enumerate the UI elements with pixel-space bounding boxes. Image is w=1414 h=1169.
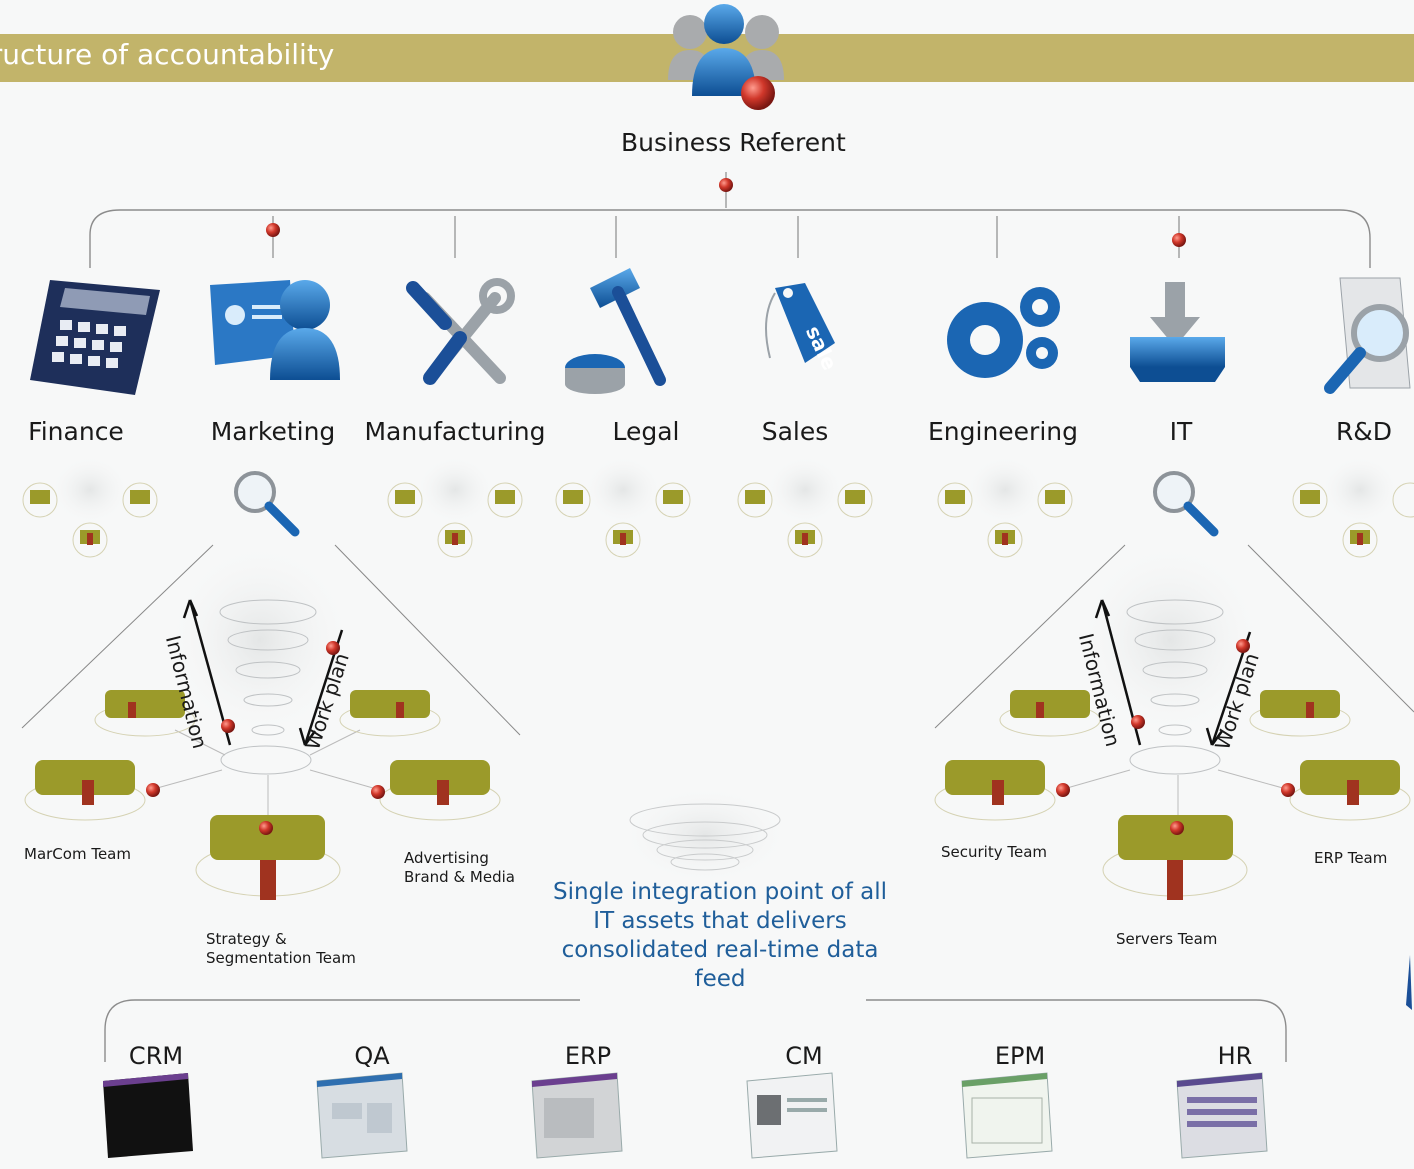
system-label-crm: CRM	[128, 1042, 184, 1070]
system-label-erp: ERP	[564, 1042, 612, 1070]
tools-icon	[406, 278, 515, 385]
dept-label-rnd: R&D	[1335, 417, 1393, 446]
dept-label-manufacturing: Manufacturing	[364, 417, 546, 446]
gears-icon	[947, 287, 1060, 378]
dept-label-finance: Finance	[28, 417, 124, 446]
team-label-strategy: Strategy & Segmentation Team	[206, 930, 356, 967]
team-group-icon	[737, 455, 873, 558]
integration-description: Single integration point of all IT asset…	[553, 879, 887, 992]
team-group-icon	[22, 455, 158, 558]
team-label-advertising: Advertising Brand & Media	[404, 849, 515, 886]
team-group-icon	[387, 455, 523, 558]
cm-screen-icon	[746, 1072, 838, 1159]
team-label-servers: Servers Team	[1116, 930, 1218, 948]
document-magnifier-icon	[1324, 277, 1411, 394]
epm-screen-icon	[961, 1072, 1053, 1159]
erp-screen-icon	[531, 1072, 623, 1159]
dept-label-engineering: Engineering	[928, 417, 1078, 446]
dept-label-legal: Legal	[612, 417, 680, 446]
system-label-cm: CM	[785, 1042, 823, 1070]
team-group-icon	[1292, 455, 1414, 558]
banner-title: astructure of accountability	[0, 38, 335, 71]
id-card-person-icon	[210, 280, 340, 380]
team-label-marcom: MarCom Team	[24, 845, 131, 863]
system-label-hr: HR	[1217, 1042, 1253, 1070]
dept-label-sales: Sales	[761, 417, 829, 446]
system-label-epm: EPM	[994, 1042, 1046, 1070]
team-label-erp: ERP Team	[1314, 849, 1388, 867]
gavel-icon	[565, 268, 666, 394]
dept-label-marketing: Marketing	[210, 417, 336, 446]
sale-tag-icon: sale	[765, 283, 842, 374]
qa-screen-icon	[316, 1072, 408, 1159]
download-tray-icon	[1130, 282, 1225, 382]
team-group-icon	[937, 455, 1073, 558]
marketing-zoom-detail	[21, 540, 521, 900]
magnifier-icon	[1153, 471, 1219, 537]
business-referent-label: Business Referent	[621, 128, 846, 157]
people-group-icon	[668, 4, 784, 110]
dept-label-it: IT	[1169, 417, 1193, 446]
team-group-icon	[555, 455, 691, 558]
calculator-icon	[30, 280, 160, 395]
system-label-qa: QA	[354, 1042, 390, 1070]
integration-funnel-icon	[620, 785, 790, 885]
magnifier-icon	[234, 471, 300, 537]
crm-screen-icon	[103, 1073, 193, 1158]
team-label-security: Security Team	[941, 843, 1048, 861]
hr-screen-icon	[1176, 1072, 1268, 1159]
it-zoom-detail	[934, 540, 1414, 1010]
